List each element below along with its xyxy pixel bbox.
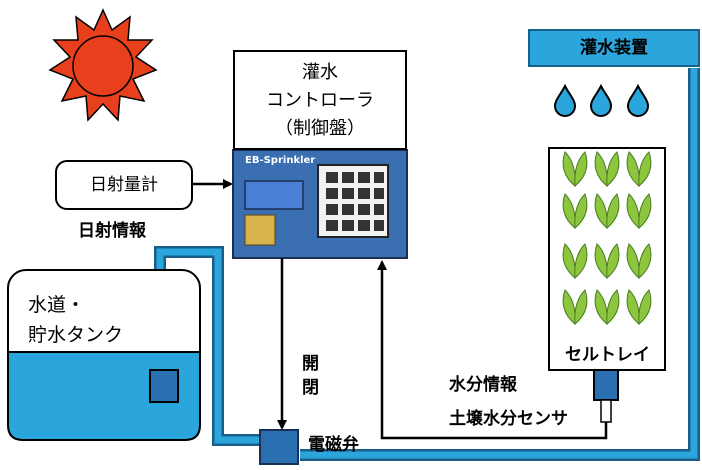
moisture-info-label: 水分情報 [449,375,517,395]
controller-line1: 灌水 [302,62,338,83]
tank-label: 水道・ 貯水タンク [28,290,123,350]
controller-line2: コントローラ [266,90,374,111]
device-brand: EB-Sprinkler [245,155,316,166]
tank-line2: 貯水タンク [28,324,124,346]
controller-device [232,149,408,259]
controller-title-box: 灌水 コントローラ （制御盤） [233,50,407,150]
mascot-icon [244,214,276,246]
sun-icon [48,8,158,122]
valve-label: 電磁弁 [308,435,359,455]
solenoid-valve-icon [259,429,299,465]
cell-tray [548,147,666,371]
solar-meter-box: 日射量計 [55,160,193,210]
soil-sensor-icon [593,369,619,423]
intake-block [149,369,179,403]
irrigation-device-label: 灌水装置 [580,38,648,58]
open-close-label: 開 閉 [302,352,319,400]
soil-sensor-label: 土壌水分センサ [449,409,568,429]
cell-tray-label: セルトレイ [565,345,650,365]
tank-line1: 水道・ [28,294,86,316]
lcd-screen [244,180,304,210]
keypad-keys [326,172,384,231]
solar-info-label: 日射情報 [78,221,146,241]
open-label: 開 [302,354,319,374]
water-tank [7,269,201,441]
water-drops [554,85,649,117]
close-label: 閉 [302,378,319,398]
irrigation-device-header: 灌水装置 [528,29,700,67]
solar-meter-label: 日射量計 [90,175,158,195]
signal-arrows [193,179,608,440]
arrow-sensor-to-controller [377,260,608,440]
controller-line3: （制御盤） [275,118,365,139]
